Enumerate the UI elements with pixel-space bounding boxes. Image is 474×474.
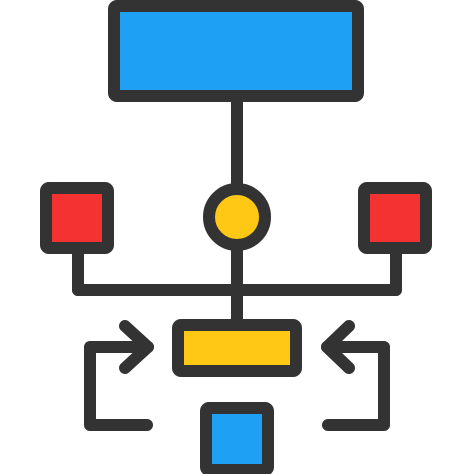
left-loop-arrow — [84, 320, 154, 431]
right-loop-arrow — [321, 320, 390, 431]
right-loop-arrow-shaft — [321, 341, 390, 431]
left-square-node — [40, 182, 114, 254]
bottom-square-node — [200, 402, 274, 474]
loop-arrows — [84, 320, 390, 431]
left-loop-arrow-shaft — [84, 341, 154, 431]
right-loop-arrow-head — [321, 320, 355, 374]
left-loop-arrow-head — [119, 320, 154, 374]
center-circle-node — [203, 183, 271, 251]
connector-lines — [72, 90, 402, 332]
diagram-nodes — [40, 0, 432, 474]
right-square-node — [358, 182, 432, 254]
top-rectangle-node — [108, 0, 364, 102]
middle-bar-node — [172, 319, 302, 377]
